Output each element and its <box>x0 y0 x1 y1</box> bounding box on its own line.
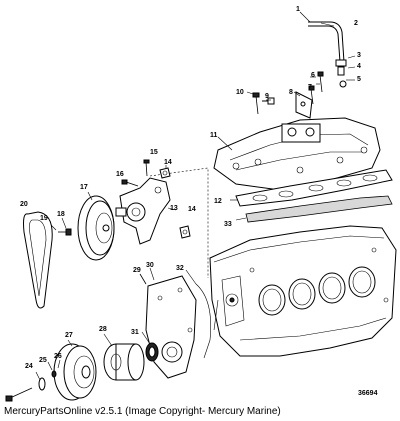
callout-31: 31 <box>131 329 139 336</box>
valley-baffle <box>235 195 393 223</box>
callout-33: 33 <box>224 221 232 228</box>
callout-19: 19 <box>40 215 48 222</box>
callout-20: 20 <box>20 201 28 208</box>
intake-manifold <box>213 117 381 191</box>
callout-18: 18 <box>57 211 65 218</box>
callout-11: 11 <box>210 132 218 139</box>
callout-14-upper: 14 <box>164 159 172 166</box>
callout-1: 1 <box>296 6 300 13</box>
callout-9: 9 <box>265 93 269 100</box>
callout-13: 13 <box>170 205 178 212</box>
crank-hub <box>103 333 145 381</box>
harmonic-balancer <box>53 339 97 401</box>
callout-labels: 1 2 3 4 5 6 7 8 9 10 11 12 33 15 14 16 1… <box>20 6 361 370</box>
drive-belt <box>23 211 53 309</box>
water-pump-pulley <box>77 191 115 261</box>
callout-8: 8 <box>289 89 293 96</box>
intake-gasket <box>230 169 393 207</box>
oil-seal <box>141 331 159 362</box>
balancer-bolt-hardware <box>5 359 61 402</box>
timing-cover <box>139 267 211 379</box>
callout-26: 26 <box>54 353 62 360</box>
callout-4: 4 <box>357 63 361 70</box>
callout-6: 6 <box>311 72 315 79</box>
callout-29: 29 <box>133 267 141 274</box>
callout-17: 17 <box>80 184 88 191</box>
callout-12: 12 <box>214 198 222 205</box>
vent-tube-assembly <box>299 11 356 88</box>
callout-10: 10 <box>236 89 244 96</box>
drawing-number: 36694 <box>358 390 378 397</box>
callout-24: 24 <box>25 363 33 370</box>
callout-14-lower: 14 <box>188 206 196 213</box>
water-pump <box>115 159 191 245</box>
callout-27: 27 <box>65 332 73 339</box>
callout-7: 7 <box>308 84 312 91</box>
callout-32: 32 <box>176 265 184 272</box>
callout-25: 25 <box>39 357 47 364</box>
callout-30: 30 <box>146 262 154 269</box>
engine-block <box>209 225 397 357</box>
copyright-footer: MercuryPartsOnline v2.5.1 (Image Copyrig… <box>4 406 281 417</box>
callout-16: 16 <box>116 171 124 178</box>
callout-5: 5 <box>357 76 361 83</box>
callout-28: 28 <box>99 326 107 333</box>
callout-3: 3 <box>357 52 361 59</box>
bracket-hardware <box>246 71 324 119</box>
callout-15: 15 <box>150 149 158 156</box>
callout-2: 2 <box>354 20 358 27</box>
